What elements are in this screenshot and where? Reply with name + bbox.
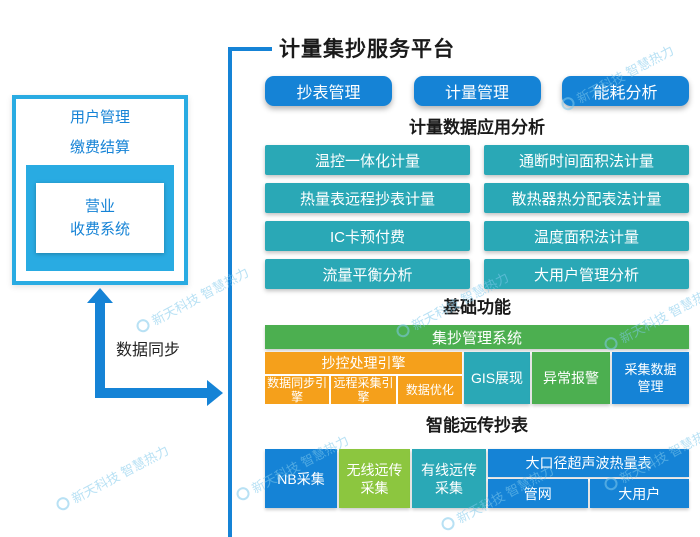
pipe-network-cell: 管网 xyxy=(488,479,588,508)
gis-display-block: GIS展现 xyxy=(464,352,530,404)
ultrasonic-heat-meter-header: 大口径超声波热量表 xyxy=(488,449,689,477)
analysis-item: 温度面积法计量 xyxy=(484,221,689,251)
section-title-data-application-analysis: 计量数据应用分析 xyxy=(409,118,545,137)
analysis-item: 通断时间面积法计量 xyxy=(484,145,689,175)
business-charging-system-box: 营业 收费系统 xyxy=(36,183,164,253)
engine-cell-data-optimization: 数据优化 xyxy=(397,376,462,404)
basic-functions-row: 抄控处理引擎 数据同步引擎 远程采集引擎 数据优化 GIS展现 异常报警 采集数… xyxy=(265,352,689,404)
data-sync-arrow-vertical xyxy=(95,301,105,398)
processing-engine-header: 抄控处理引擎 xyxy=(265,352,462,374)
analysis-left-column: 温控一体化计量 热量表远程抄表计量 IC卡预付费 流量平衡分析 xyxy=(265,145,470,289)
analysis-item: 热量表远程抄表计量 xyxy=(265,183,470,213)
analysis-item: 散热器热分配表法计量 xyxy=(484,183,689,213)
engine-cell-data-sync: 数据同步引擎 xyxy=(265,376,330,404)
section-title-basic-functions: 基础功能 xyxy=(443,298,511,317)
top-button-row: 抄表管理 计量管理 能耗分析 xyxy=(265,76,689,106)
platform-border-vertical xyxy=(228,47,232,537)
button-meter-reading-management: 抄表管理 xyxy=(265,76,392,106)
engine-cell-remote-collection: 远程采集引擎 xyxy=(331,376,396,404)
processing-engine-block: 抄控处理引擎 数据同步引擎 远程采集引擎 数据优化 xyxy=(265,352,462,404)
nb-collection-block: NB采集 xyxy=(265,449,337,508)
analysis-right-column: 通断时间面积法计量 散热器热分配表法计量 温度面积法计量 大用户管理分析 xyxy=(484,145,689,289)
billing-panel-line-user-management: 用户管理 xyxy=(69,109,130,126)
wired-remote-collection-block: 有线远传采集 xyxy=(412,449,486,508)
wireless-remote-collection-block: 无线远传采集 xyxy=(339,449,410,508)
button-energy-analysis: 能耗分析 xyxy=(562,76,689,106)
abnormal-alarm-block: 异常报警 xyxy=(532,352,610,404)
platform-border-horizontal xyxy=(228,47,272,51)
analysis-item: 大用户管理分析 xyxy=(484,259,689,289)
smart-remote-reading-row: NB采集 无线远传采集 有线远传采集 大口径超声波热量表 管网 大用户 xyxy=(265,449,689,508)
ultrasonic-heat-meter-block: 大口径超声波热量表 管网 大用户 xyxy=(488,449,689,508)
billing-system-panel: 用户管理 缴费结算 营业 收费系统 xyxy=(12,95,188,285)
analysis-item: 流量平衡分析 xyxy=(265,259,470,289)
data-sync-arrow-horizontal xyxy=(95,388,208,398)
analysis-grid: 温控一体化计量 热量表远程抄表计量 IC卡预付费 流量平衡分析 通断时间面积法计… xyxy=(265,145,689,289)
arrow-head-right-icon xyxy=(207,380,223,406)
billing-panel-line-payment-settlement: 缴费结算 xyxy=(69,139,130,156)
watermark: 新天科技 智慧热力 xyxy=(53,440,172,515)
platform-title: 计量集抄服务平台 xyxy=(279,38,455,61)
data-sync-label: 数据同步 xyxy=(116,342,181,359)
button-metering-management: 计量管理 xyxy=(413,76,541,106)
collected-data-management-block: 采集数据管理 xyxy=(612,352,689,404)
engine-cells: 数据同步引擎 远程采集引擎 数据优化 xyxy=(265,376,462,404)
analysis-item: 温控一体化计量 xyxy=(265,145,470,175)
large-user-cell: 大用户 xyxy=(589,479,689,508)
arrow-head-up-icon xyxy=(87,288,113,303)
business-charging-line-2: 收费系统 xyxy=(69,221,130,238)
collection-management-system-bar: 集抄管理系统 xyxy=(265,325,689,349)
billing-panel-blue-area: 营业 收费系统 xyxy=(26,165,174,271)
ultrasonic-heat-meter-cells: 管网 大用户 xyxy=(488,479,689,508)
section-title-smart-remote-reading: 智能远传抄表 xyxy=(426,416,528,435)
business-charging-line-1: 营业 xyxy=(84,198,115,215)
analysis-item: IC卡预付费 xyxy=(265,221,470,251)
platform-content: 抄表管理 计量管理 能耗分析 计量数据应用分析 温控一体化计量 热量表远程抄表计… xyxy=(265,76,689,508)
